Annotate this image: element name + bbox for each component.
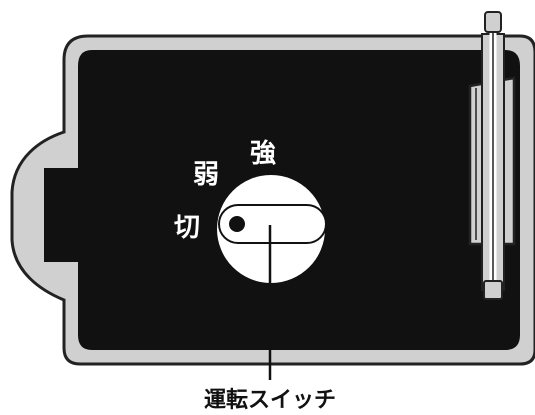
callout-label: 運転スイッチ [204, 387, 336, 413]
slider-bottom-handle [483, 280, 503, 300]
slider-rod [483, 11, 503, 300]
dial-label-off: 切 [174, 213, 200, 243]
slider-top-handle [484, 11, 502, 33]
dial-knob[interactable] [218, 204, 327, 244]
dial-label-high: 強 [250, 139, 276, 169]
dial-indicator-dot [229, 216, 245, 232]
dial-label-low: 弱 [193, 160, 219, 190]
